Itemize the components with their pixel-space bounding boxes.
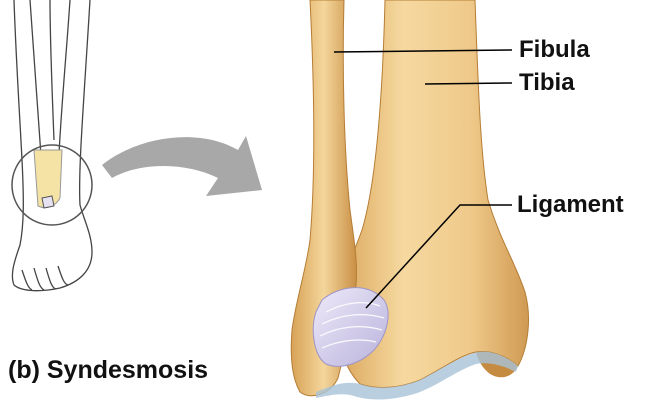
tibia-leader [425, 83, 512, 84]
tibia-label: Tibia [519, 71, 575, 95]
fibula-leader [334, 50, 512, 52]
ligament-label: Ligament [517, 193, 624, 217]
magnify-arrow [102, 136, 262, 196]
leg-sketch-ligament [42, 196, 54, 208]
fibula-label: Fibula [519, 38, 590, 62]
figure-caption: (b) Syndesmosis [8, 356, 208, 385]
